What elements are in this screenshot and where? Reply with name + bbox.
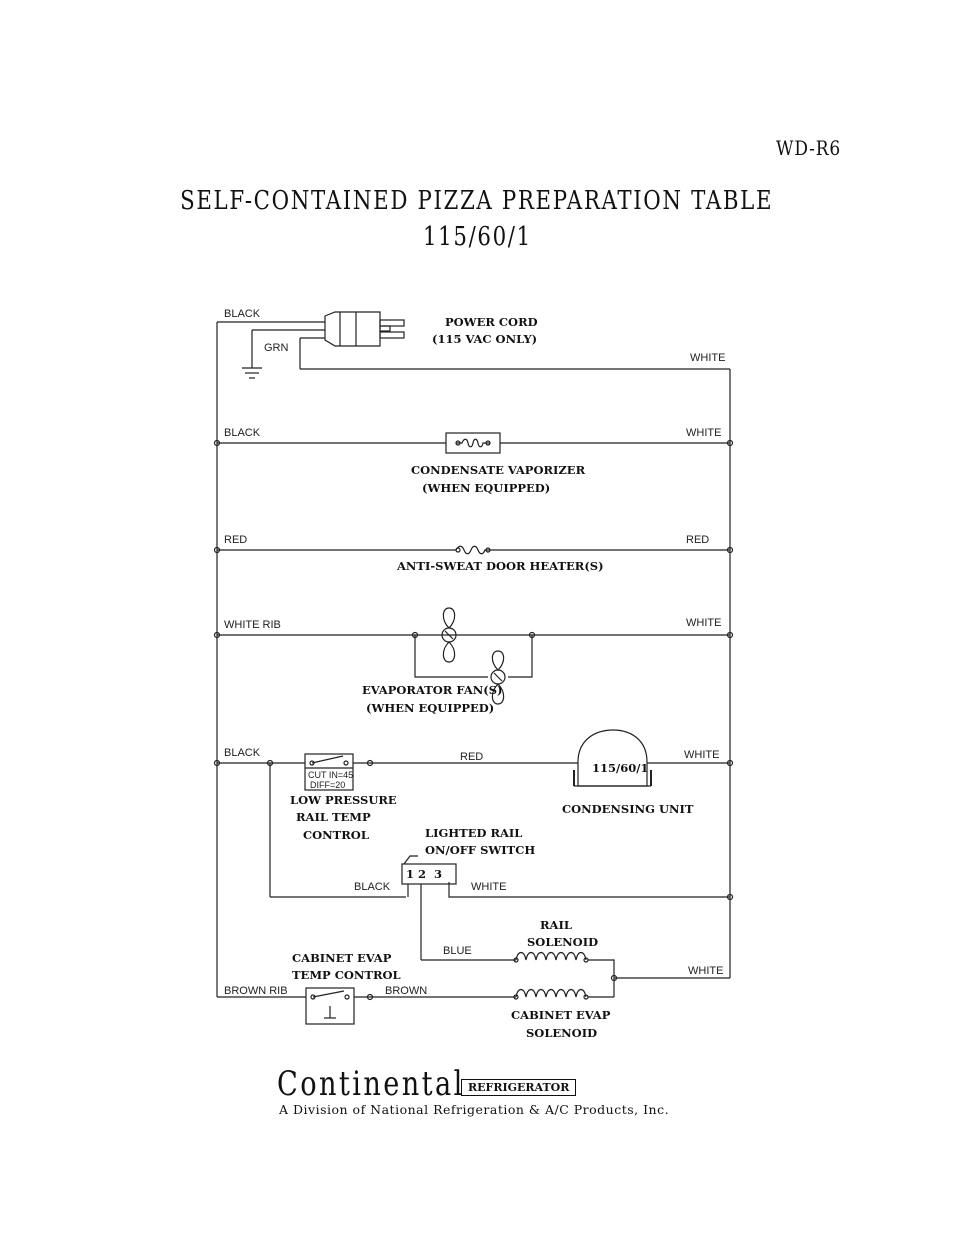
label-low-pressure: LOW PRESSURE — [290, 793, 397, 807]
label-rail-solenoid: SOLENOID — [527, 935, 598, 949]
title-line-1: SELF-CONTAINED PIZZA PREPARATION TABLE — [180, 186, 774, 216]
label-cut-in: CUT IN=45 — [308, 770, 353, 780]
condensate-vaporizer-icon — [445, 432, 501, 454]
document-id: WD-R6 — [776, 136, 842, 160]
label-row5-black: BLACK — [354, 881, 391, 893]
label-brown-rib: BROWN RIB — [224, 985, 288, 997]
label-cabinet-evap-solenoid-2: SOLENOID — [526, 1026, 597, 1040]
label-row4-left: BLACK — [224, 747, 261, 759]
label-row3-left: WHITE RIB — [224, 619, 281, 631]
brand-division: A Division of National Refrigeration & A… — [279, 1102, 670, 1117]
label-control: CONTROL — [303, 828, 369, 842]
switch-white-wire — [448, 882, 730, 898]
low-pressure-control-icon — [304, 753, 354, 791]
rail-solenoid-return — [588, 959, 615, 997]
label-grn: GRN — [264, 342, 289, 354]
label-condensate-vaporizer: CONDENSATE VAPORIZER — [411, 463, 586, 477]
lighted-rail-switch-icon — [401, 855, 457, 897]
label-row6-white: WHITE — [688, 965, 723, 977]
cabinet-evap-solenoid-icon — [513, 988, 589, 1000]
condensing-unit-icon — [573, 729, 652, 787]
label-row1-left: BLACK — [224, 427, 261, 439]
label-power-cord-voltage: (115 VAC ONLY) — [432, 332, 537, 346]
label-evaporator-fans: EVAPORATOR FAN(S) — [362, 683, 502, 697]
label-cabinet-evap: CABINET EVAP — [292, 951, 392, 965]
fan-branch-left — [414, 635, 488, 678]
label-row1-right: WHITE — [686, 427, 721, 439]
title-line-2: 115/60/1 — [422, 222, 532, 252]
door-heater-icon — [455, 545, 491, 555]
label-lighted-rail: LIGHTED RAIL — [425, 826, 522, 840]
page-subtitle: 115/60/1 — [0, 222, 954, 252]
label-onoff-switch: ON/OFF SWITCH — [425, 843, 535, 857]
label-row4-right: WHITE — [684, 749, 719, 761]
label-power-black: BLACK — [224, 308, 261, 320]
label-cu-rating: 115/60/1 — [592, 761, 648, 775]
fan-branch-right — [508, 635, 533, 678]
label-switch-terminals: 1 2 3 — [406, 867, 442, 881]
label-evap-when-equipped: (WHEN EQUIPPED) — [366, 701, 494, 715]
label-rail: RAIL — [540, 918, 572, 932]
power-cord-plug — [217, 311, 405, 369]
label-anti-sweat: ANTI-SWEAT DOOR HEATER(S) — [396, 559, 604, 573]
evaporator-fan-icon-1 — [441, 607, 457, 663]
label-temp-control: TEMP CONTROL — [292, 968, 401, 982]
brand-logo: Continental — [277, 1064, 512, 1104]
label-rail-temp: RAIL TEMP — [296, 810, 371, 824]
label-power-white: WHITE — [690, 352, 725, 364]
label-brown: BROWN — [385, 985, 427, 997]
label-diff: DIFF=20 — [310, 780, 345, 790]
label-row3-right: WHITE — [686, 617, 721, 629]
brand-name: Continental — [277, 1064, 465, 1104]
label-row2-right: RED — [686, 534, 709, 546]
terminal-dots — [213, 439, 734, 1001]
label-row5-white: WHITE — [471, 881, 506, 893]
cabinet-temp-control-icon — [305, 987, 355, 1025]
rail-solenoid-icon — [513, 951, 589, 963]
brand-tag: REFRIGERATOR — [461, 1079, 577, 1096]
label-power-cord: POWER CORD — [445, 315, 538, 329]
label-blue: BLUE — [443, 945, 472, 957]
label-row4-mid: RED — [460, 751, 483, 763]
label-condensate-when-equipped: (WHEN EQUIPPED) — [422, 481, 550, 495]
evaporator-fan-icon-2 — [490, 650, 506, 705]
page-title: SELF-CONTAINED PIZZA PREPARATION TABLE — [0, 186, 954, 216]
label-cabinet-evap-solenoid-1: CABINET EVAP — [511, 1008, 611, 1022]
label-condensing-unit: CONDENSING UNIT — [562, 802, 694, 816]
ground-icon — [242, 367, 262, 379]
label-row2-left: RED — [224, 534, 247, 546]
